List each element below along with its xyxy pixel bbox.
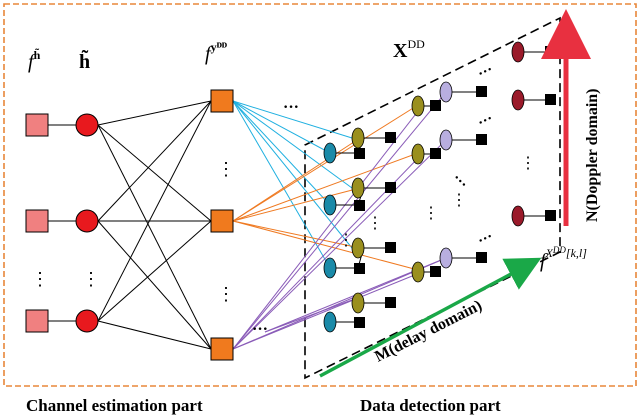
ellipsis-vertical-8: ⋮ [451,192,467,209]
label-f-y: fyᴰᴰ [205,40,228,65]
ellipsis-vertical-7: ⋮ [423,205,439,222]
ellipsis-vertical-5: ⋮ [338,232,354,249]
caption-data-detection: Data detection part [360,396,501,415]
ellipsis-vertical-3: ⋮ [217,159,235,179]
ellipsis-vertical-9: ⋮ [520,155,536,172]
maroon-variable-nodes [511,41,525,227]
label-f-x-kl: fXDD[k,l] [540,245,587,272]
delay-arrow [319,257,542,378]
ellipsis-horizontal-1: ··· [283,99,299,116]
channel-edges [48,100,212,350]
ellipsis-diagonal: ··· [449,171,471,193]
label-f-h: fh̃ [28,48,41,73]
channel-variable-nodes [75,113,99,333]
ellipsis-vertical-1: ⋮ [31,269,49,289]
ellipsis-horizontal-2: ··· [252,321,268,338]
outer-frame [3,3,637,387]
ellipsis-horizontal-5: ··· [475,229,495,250]
caption-channel-estimation: Channel estimation part [26,396,203,415]
ellipses: ⋮ ⋮ ⋮ ⋮ ⋮ ⋮ ⋮ ⋮ ⋮ ··· ··· ··· ··· ··· ··… [31,62,536,338]
ellipsis-horizontal-3: ··· [475,62,495,83]
teal-variable-nodes [323,142,337,333]
node-labels: fh̃ h̃ fyᴰᴰ XDD fXDD[k,l] [28,37,587,272]
label-x-dd: XDD [393,37,425,62]
lavender-variable-nodes [439,81,453,269]
data-detection-frame [304,16,561,380]
ellipsis-vertical-4: ⋮ [217,284,235,304]
orange-edges [232,104,419,271]
channel-factor-nodes [25,113,49,333]
purple-edges [232,91,447,350]
cyan-edges [232,100,353,269]
doppler-domain-label: N(Doppler domain) [584,89,601,223]
olive-variable-nodes [351,95,425,314]
observation-factor-nodes [210,89,234,361]
ellipsis-vertical-2: ⋮ [82,269,100,289]
ellipsis-horizontal-4: ··· [475,111,495,132]
label-h-tilde: h̃ [79,49,90,73]
ellipsis-vertical-6: ⋮ [367,215,383,232]
